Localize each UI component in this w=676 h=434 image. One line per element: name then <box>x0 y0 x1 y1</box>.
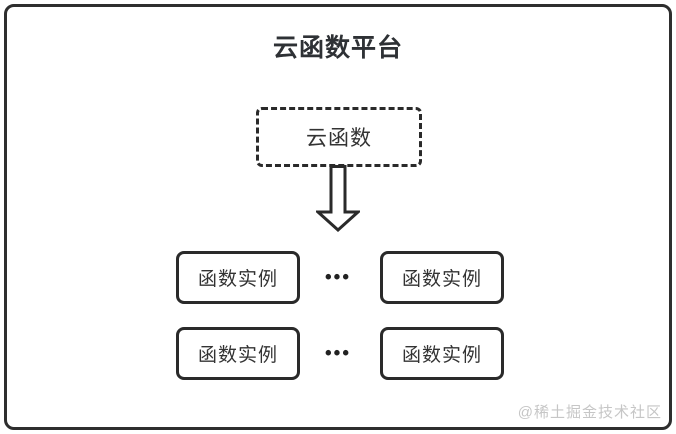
function-instance-node: 函数实例 <box>176 251 300 304</box>
watermark: @稀土掘金技术社区 <box>517 404 662 421</box>
cloud-function-node: 云函数 <box>256 107 422 167</box>
function-instance-node: 函数实例 <box>380 327 504 380</box>
function-instance-label: 函数实例 <box>197 345 278 366</box>
cloud-function-label: 云函数 <box>306 127 372 150</box>
ellipsis-row-2: ••• <box>325 343 351 364</box>
function-instance-node: 函数实例 <box>176 327 300 380</box>
page-title: 云函数平台 <box>272 34 403 62</box>
function-instance-node: 函数实例 <box>380 251 504 304</box>
ellipsis-row-1: ••• <box>325 267 351 288</box>
down-arrow-icon <box>316 165 360 232</box>
function-instance-label: 函数实例 <box>197 269 278 290</box>
function-instance-label: 函数实例 <box>401 269 482 290</box>
function-instance-label: 函数实例 <box>401 345 482 366</box>
